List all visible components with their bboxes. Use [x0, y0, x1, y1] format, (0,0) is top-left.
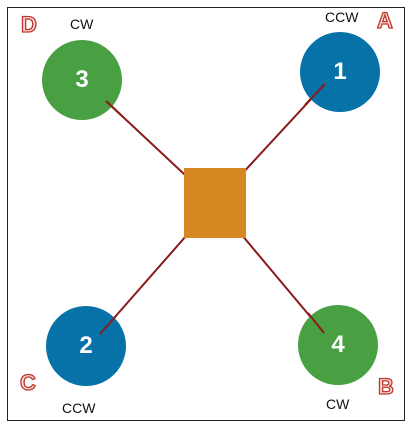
motor-3-circle [42, 40, 122, 120]
motor-1-circle [300, 32, 380, 112]
motor-3-number: 3 [75, 66, 89, 93]
corner-label-a: A [376, 8, 393, 33]
arm-overlay-motor-1 [304, 83, 326, 106]
arm-overlay-motor-4 [307, 312, 325, 334]
motor-2-direction: CCW [62, 400, 96, 416]
corner-label-d: D [20, 12, 37, 37]
central-body [184, 168, 246, 238]
corner-label-c: C [19, 370, 36, 395]
corner-label-b: B [377, 374, 394, 399]
motor-2-number: 2 [79, 332, 93, 359]
motor-1-number: 1 [333, 58, 347, 85]
motor-1-direction: CCW [325, 9, 359, 25]
arm-overlay-motor-2 [99, 315, 117, 335]
diagram-frame [7, 7, 405, 421]
motor-4-direction: CW [326, 396, 350, 412]
motor-4-number: 4 [331, 331, 345, 358]
motor-3-direction: CW [70, 16, 94, 32]
arm-overlay-motor-3 [105, 100, 123, 117]
